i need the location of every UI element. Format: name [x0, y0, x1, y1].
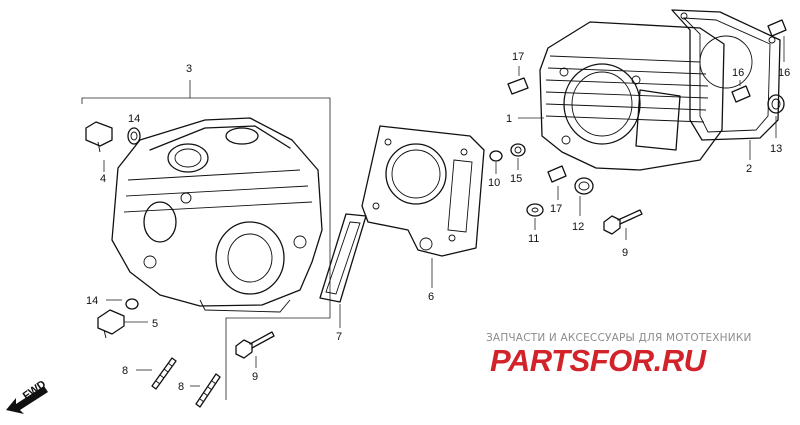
seal-13 — [767, 94, 785, 138]
callout-15: 15 — [510, 173, 522, 185]
callout-8b: 8 — [178, 381, 184, 393]
gasket-6 — [361, 125, 485, 288]
fwd-arrow-icon: FWD — [6, 378, 48, 414]
callout-5: 5 — [152, 318, 158, 330]
gasket-2 — [671, 9, 781, 160]
callout-14b: 14 — [86, 295, 98, 307]
callout-2: 2 — [746, 163, 752, 175]
callout-6: 6 — [428, 291, 434, 303]
callout-13: 13 — [770, 143, 782, 155]
bolt-4 — [85, 121, 141, 172]
callout-7: 7 — [336, 331, 342, 343]
callout-3: 3 — [186, 63, 192, 75]
callout-8a: 8 — [122, 365, 128, 377]
callout-10: 10 — [488, 177, 500, 189]
dowel-17b — [547, 165, 567, 200]
stud-8a — [136, 357, 177, 390]
washer-11 — [526, 203, 544, 230]
bolt-5 — [97, 298, 148, 339]
stud-8b — [190, 373, 221, 408]
callout-11: 11 — [528, 233, 539, 245]
callout-1: 1 — [506, 113, 512, 125]
callout-17b: 17 — [550, 203, 562, 215]
seal-12 — [574, 177, 594, 216]
dowel-16a — [767, 19, 787, 62]
dowel-16b — [731, 80, 751, 103]
watermark-logo: PARTSFOR.RU — [490, 343, 706, 378]
callout-14a: 14 — [128, 113, 140, 125]
callout-4: 4 — [100, 173, 106, 185]
bolt-9-left — [235, 331, 275, 368]
watermark-tagline: ЗАПЧАСТИ И АКСЕССУАРЫ ДЛЯ МОТОТЕХНИКИ — [486, 332, 752, 344]
callout-9a: 9 — [252, 371, 258, 383]
callout-16b: 16 — [732, 67, 744, 79]
bolt-9-right — [603, 209, 643, 240]
cylinder — [518, 21, 725, 171]
gasket-7 — [319, 213, 367, 328]
cylinder-head — [111, 117, 323, 313]
callout-17a: 17 — [512, 51, 524, 63]
oring-10 — [489, 150, 503, 174]
callout-9b: 9 — [622, 247, 628, 259]
dowel-17a — [507, 66, 529, 95]
callout-12: 12 — [572, 221, 584, 233]
head-assembly-bracket — [81, 80, 331, 400]
washer-15 — [510, 143, 526, 170]
callout-16a: 16 — [778, 67, 790, 79]
